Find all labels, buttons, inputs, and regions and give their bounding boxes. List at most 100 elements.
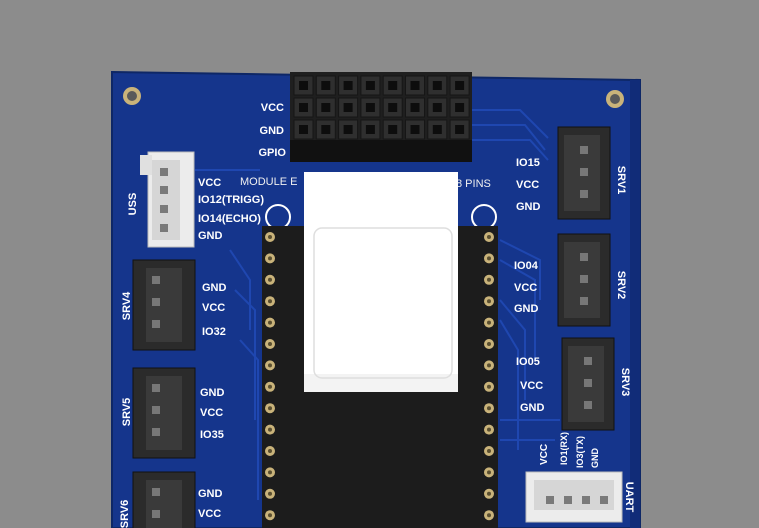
uss-pin-echo: IO14(ECHO): [198, 213, 261, 225]
header-label-vcc: VCC: [261, 102, 284, 114]
srv4-pin-3: IO32: [202, 326, 226, 338]
header-socket-hole: [343, 81, 353, 90]
module-pin-hole: [268, 235, 272, 239]
module-shield-outline: [313, 227, 453, 379]
uss-label: USS: [127, 193, 139, 216]
srv1-label: SRV1: [615, 166, 627, 195]
header-socket-hole: [388, 81, 398, 90]
header-socket-hole: [410, 81, 420, 90]
uss-pin-trigg: IO12(TRIGG): [198, 194, 264, 206]
srv4-connector: [132, 259, 196, 351]
srv4-pin-1: GND: [202, 282, 227, 294]
module-pin-hole: [268, 277, 272, 282]
module-pin-hole: [487, 427, 491, 432]
srv1-pin-1: IO15: [516, 157, 540, 169]
header-socket-hole: [343, 125, 353, 134]
srv6-pin-2: VCC: [198, 508, 221, 520]
module-shield-bottom: [304, 374, 458, 392]
srv5-pin-3: IO35: [200, 429, 224, 441]
module-pin-hole: [487, 513, 491, 518]
uart-pin-gnd: GND: [590, 448, 600, 469]
srv3-pin-2: VCC: [520, 380, 543, 392]
srv3-pin-3: GND: [520, 402, 545, 414]
header-socket-hole: [299, 81, 308, 90]
module-pin-hole: [487, 384, 491, 389]
uss-pin-vcc: VCC: [198, 177, 221, 189]
esp32-module: [262, 172, 498, 528]
header-socket-hole: [343, 103, 353, 112]
uart-label: UART: [623, 482, 635, 513]
uss-connector: [140, 151, 195, 248]
srv3-label: SRV3: [619, 368, 631, 397]
module-pin-hole: [487, 363, 491, 368]
header-socket-hole: [299, 103, 308, 112]
srv4-label: SRV4: [121, 291, 133, 320]
traces: [195, 109, 560, 500]
srv2-pin-2: VCC: [514, 282, 537, 294]
module-pin-hole: [487, 406, 491, 411]
header-label-gnd: GND: [260, 125, 285, 137]
uart-pin-vcc: VCC: [539, 444, 550, 465]
module-pin-hole: [268, 299, 272, 304]
srv2-pin-1: IO04: [514, 260, 539, 272]
uss-pin-gnd: GND: [198, 230, 223, 242]
header-socket-hole: [455, 81, 465, 90]
srv2-connector: [557, 233, 611, 327]
module-pin-hole: [268, 449, 272, 453]
module-pin-hole: [268, 320, 272, 325]
module-pin-hole: [487, 470, 491, 475]
header-socket-hole: [299, 125, 308, 134]
module-pin-hole: [487, 235, 491, 239]
header-socket-hole: [410, 103, 420, 112]
header-socket-hole: [432, 81, 442, 90]
header-socket-hole: [455, 103, 465, 112]
srv3-pin-1: IO05: [516, 356, 540, 368]
module-pin-hole: [487, 256, 491, 261]
srv1-pin-2: VCC: [516, 179, 539, 191]
uart-pin-rx: IO1(RX): [559, 432, 569, 465]
module-text-left: MODULE E: [240, 176, 297, 188]
board-edge-shade: [630, 80, 640, 528]
srv1-pin-3: GND: [516, 201, 541, 213]
gpio-header-connector: [290, 72, 472, 162]
module-pin-hole: [268, 427, 272, 432]
module-pin-hole: [487, 491, 491, 496]
srv5-label: SRV5: [121, 398, 133, 427]
header-socket-hole: [455, 125, 465, 134]
mounting-hole-top-left: [123, 87, 141, 105]
srv4-pin-2: VCC: [202, 302, 225, 314]
module-pin-hole: [487, 449, 491, 453]
module-pin-hole: [268, 513, 272, 518]
module-pin-hole: [487, 320, 491, 325]
module-pin-hole: [268, 491, 272, 496]
header-socket-hole: [365, 125, 375, 134]
srv5-connector: [132, 367, 196, 459]
srv6-connector: [132, 471, 196, 528]
header-socket-hole: [365, 103, 375, 112]
srv2-pin-3: GND: [514, 303, 539, 315]
header-socket-hole: [321, 81, 331, 90]
srv3-connector: [561, 337, 615, 431]
srv6-pin-1: GND: [198, 488, 223, 500]
srv2-label: SRV2: [615, 271, 627, 300]
srv1-connector: [557, 126, 611, 220]
module-pin-hole: [487, 277, 491, 282]
header-socket-hole: [432, 103, 442, 112]
header-socket-hole: [388, 103, 398, 112]
header-label-gpio: GPIO: [258, 147, 286, 159]
header-socket-hole: [321, 125, 331, 134]
module-pin-hole: [268, 406, 272, 411]
uart-connector: [525, 471, 623, 523]
module-pin-hole: [487, 342, 491, 346]
module-pin-hole: [268, 363, 272, 368]
module-antenna-area: [304, 172, 458, 382]
mounting-hole-top-right: [606, 90, 624, 108]
uart-pin-tx: IO3(TX): [575, 436, 585, 468]
module-pin-hole: [487, 299, 491, 304]
module-pin-hole: [268, 256, 272, 261]
header-socket-hole: [321, 103, 331, 112]
srv6-label: SRV6: [119, 500, 131, 528]
header-socket-hole: [410, 125, 420, 134]
module-pin-hole: [268, 384, 272, 389]
